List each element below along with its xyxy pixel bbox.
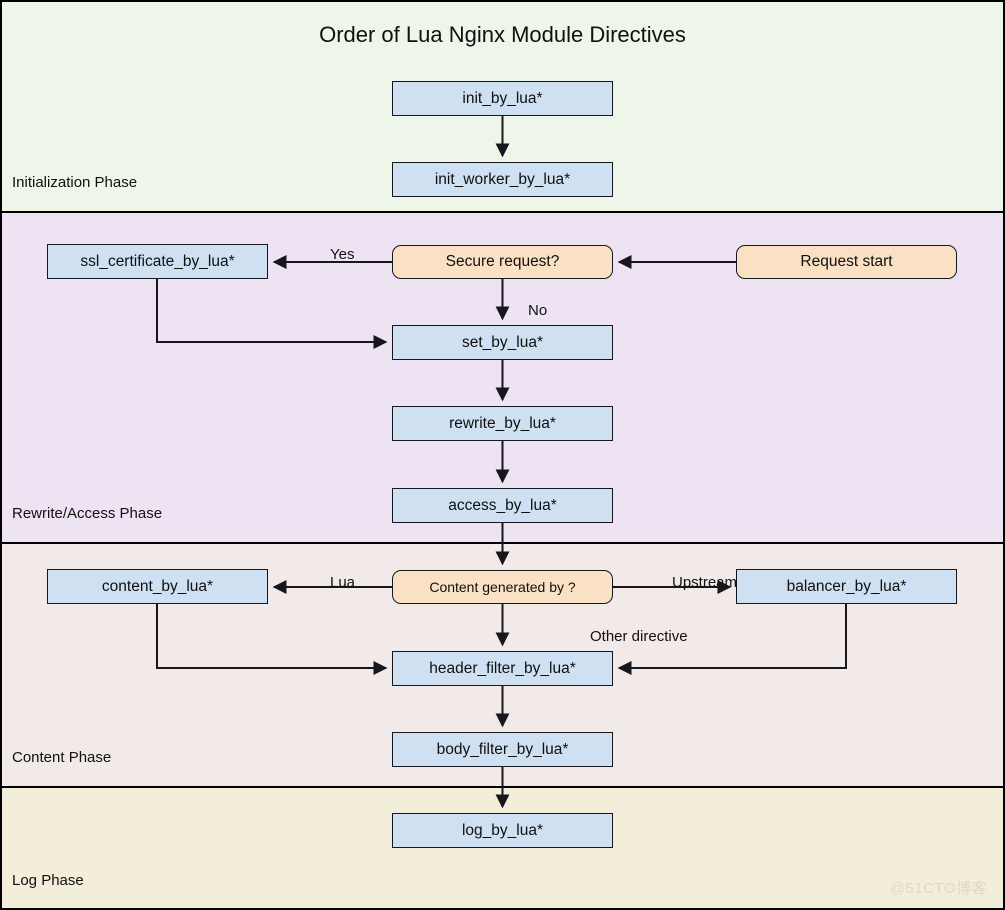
phase-label-rewrite_access: Rewrite/Access Phase	[12, 505, 163, 522]
watermark: @51CTO博客	[889, 880, 987, 897]
phase-label-content: Content Phase	[12, 749, 112, 766]
node-ssl_certificate_by_lua[interactable]: ssl_certificate_by_lua*	[47, 244, 268, 279]
phase-band-log	[0, 787, 1005, 910]
phase-label-initialization: Initialization Phase	[12, 174, 138, 191]
node-init_by_lua[interactable]: init_by_lua*	[392, 81, 613, 116]
node-log_by_lua[interactable]: log_by_lua*	[392, 813, 613, 848]
node-header_filter_by_lua[interactable]: header_filter_by_lua*	[392, 651, 613, 686]
edge-label-lbl-no: No	[528, 302, 548, 319]
edge-label-lbl-other-directive: Other directive	[590, 628, 688, 645]
node-secure_request[interactable]: Secure request?	[392, 245, 613, 279]
page-title: Order of Lua Nginx Module Directives	[319, 22, 686, 47]
node-request_start[interactable]: Request start	[736, 245, 957, 279]
node-content_by_lua[interactable]: content_by_lua*	[47, 569, 268, 604]
node-init_worker_by_lua[interactable]: init_worker_by_lua*	[392, 162, 613, 197]
phase-divider-log	[0, 786, 1005, 788]
node-balancer_by_lua[interactable]: balancer_by_lua*	[736, 569, 957, 604]
node-body_filter_by_lua[interactable]: body_filter_by_lua*	[392, 732, 613, 767]
node-set_by_lua[interactable]: set_by_lua*	[392, 325, 613, 360]
edge-label-lbl-yes: Yes	[330, 246, 355, 263]
node-rewrite_by_lua[interactable]: rewrite_by_lua*	[392, 406, 613, 441]
node-content_generated_by[interactable]: Content generated by ?	[392, 570, 613, 604]
phase-label-log: Log Phase	[12, 872, 84, 889]
node-access_by_lua[interactable]: access_by_lua*	[392, 488, 613, 523]
phase-divider-content	[0, 542, 1005, 544]
edge-label-lbl-upstream: Upstream	[672, 574, 738, 591]
phase-divider-rewrite_access	[0, 211, 1005, 213]
edge-label-lbl-lua: Lua	[330, 574, 356, 591]
